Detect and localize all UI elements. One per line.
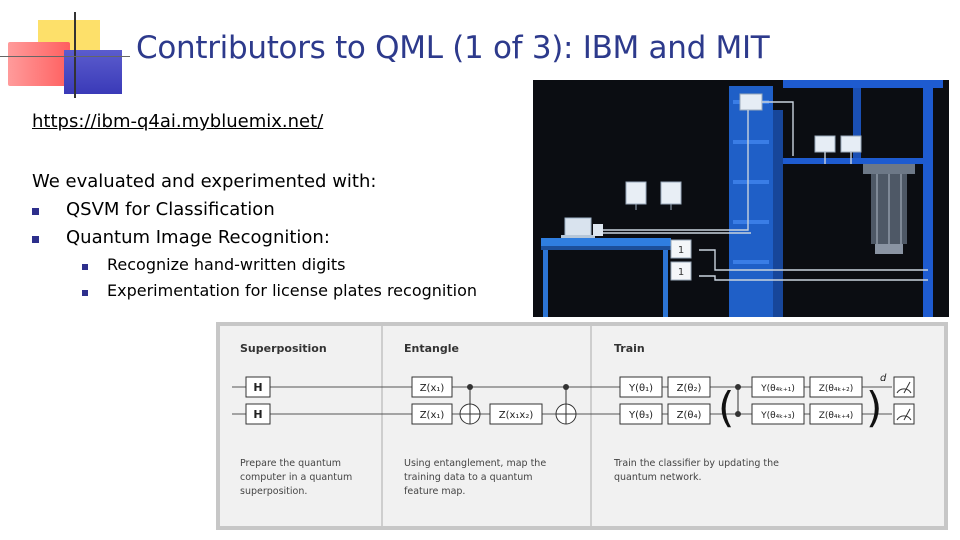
svg-text:Z(θ₄ₖ₊₂): Z(θ₄ₖ₊₂)	[819, 384, 854, 394]
slide-title: Contributors to QML (1 of 3): IBM and MI…	[136, 30, 770, 66]
sub-bullet-license-plates: Experimentation for license plates recog…	[32, 278, 477, 304]
svg-text:Z(x₁): Z(x₁)	[420, 410, 445, 421]
desk-leg-right	[663, 250, 668, 317]
description-entangle: Using entanglement, map the training dat…	[404, 458, 549, 497]
section-header-train: Train	[614, 342, 645, 355]
z-gate-bottom	[411, 403, 453, 425]
section-header-superposition: Superposition	[240, 342, 327, 355]
dilution-refrigerator	[863, 164, 915, 254]
logo-red-square	[8, 42, 70, 86]
svg-text:Z(x₁x₂): Z(x₁x₂)	[499, 410, 534, 421]
svg-text:Y(θ₁): Y(θ₁)	[628, 383, 653, 394]
measurement-icon	[893, 403, 915, 425]
measurement-icon	[893, 376, 915, 398]
svg-text:Z(θ₄): Z(θ₄)	[677, 410, 702, 421]
svg-text:Z(x₁): Z(x₁)	[420, 383, 445, 394]
chip-icon	[840, 135, 862, 153]
z-pair-gate	[489, 403, 543, 425]
svg-text:Y(θ₄ₖ₊₃): Y(θ₄ₖ₊₃)	[760, 411, 795, 421]
train-gate	[809, 376, 863, 398]
train-gate	[619, 403, 663, 425]
train-gate	[751, 403, 805, 425]
desk-top	[541, 238, 671, 246]
z-gate-top	[411, 376, 453, 398]
logo	[0, 0, 130, 100]
train-gate	[809, 403, 863, 425]
cryostat-frame-top	[783, 80, 943, 88]
section-header-entangle: Entangle	[404, 342, 459, 355]
output-label-2: 1	[678, 267, 684, 278]
svg-text:H: H	[253, 408, 262, 421]
desk-leg-left	[543, 250, 548, 317]
repeat-open-paren: (	[718, 383, 734, 432]
logo-vertical-line	[74, 12, 76, 98]
svg-text:Y(θ₃): Y(θ₃)	[628, 410, 653, 421]
repeat-close-paren: )	[866, 383, 882, 432]
repeat-exponent: d	[880, 373, 887, 384]
sub-bullet-digits: Recognize hand-written digits	[32, 252, 477, 278]
bullet-qsvm: QSVM for Classification	[32, 196, 477, 224]
description-train: Train the classifier by updating the qua…	[613, 458, 782, 483]
gauge-icon	[625, 181, 647, 205]
chip-icon	[739, 93, 763, 111]
train-gate	[667, 376, 711, 398]
svg-text:Y(θ₄ₖ₊₁): Y(θ₄ₖ₊₁)	[760, 384, 795, 394]
quantum-circuit-diagram: Superposition Entangle Train H H Z(x₁) Z…	[232, 326, 915, 526]
output-box-1	[670, 239, 692, 259]
desk-edge	[541, 246, 671, 250]
ibm-q4ai-link[interactable]: https://ibm-q4ai.mybluemix.net/	[32, 111, 324, 132]
gauge-icon	[660, 181, 682, 205]
logo-blue-square	[64, 50, 122, 94]
quantum-hardware-illustration: 1 1	[541, 80, 943, 317]
train-gate	[751, 376, 805, 398]
hadamard-gate-2	[245, 403, 271, 425]
cryostat-frame-post	[923, 88, 933, 317]
chip-icon	[814, 135, 836, 153]
slide-body: We evaluated and experimented with: QSVM…	[32, 168, 477, 304]
laptop-icon	[564, 217, 592, 237]
output-label-1: 1	[678, 245, 684, 256]
svg-text:Z(θ₄ₖ₊₄): Z(θ₄ₖ₊₄)	[819, 411, 854, 421]
hadamard-gate-1	[245, 376, 271, 398]
logo-horizontal-line	[0, 56, 130, 57]
control-cabinet	[729, 86, 773, 317]
bullet-image-recognition: Quantum Image Recognition:	[32, 224, 477, 252]
svg-text:H: H	[253, 381, 262, 394]
svg-text:Z(θ₂): Z(θ₂)	[677, 383, 702, 394]
intro-text: We evaluated and experimented with:	[32, 171, 377, 192]
signal-wires	[603, 101, 928, 281]
description-superposition: Prepare the quantum computer in a quantu…	[240, 458, 355, 497]
train-gate	[667, 403, 711, 425]
quantum-hardware-figure: 1 1	[533, 80, 949, 317]
quantum-circuit-figure: Superposition Entangle Train H H Z(x₁) Z…	[216, 322, 948, 530]
train-gate	[619, 376, 663, 398]
output-box-2	[670, 261, 692, 281]
